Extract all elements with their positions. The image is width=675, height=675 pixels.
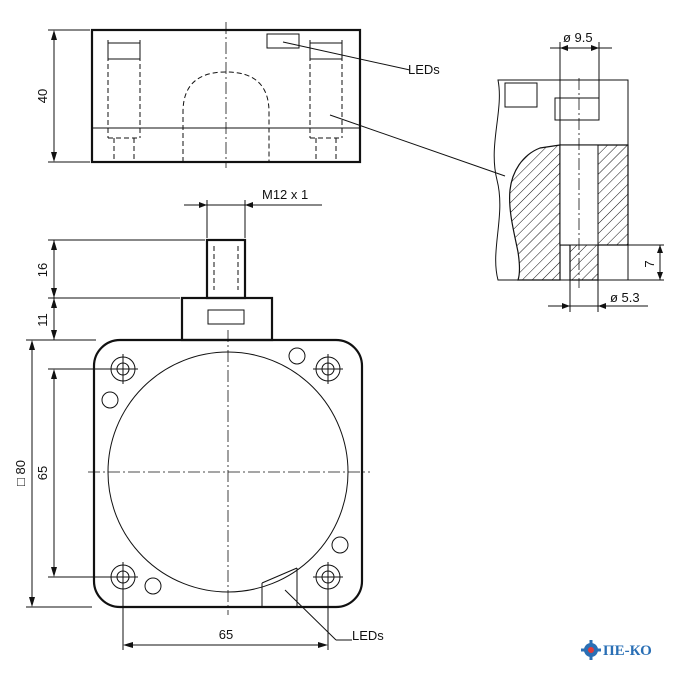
top-side-view: 40 LEDs <box>35 22 506 177</box>
dim-16-label: 16 <box>35 263 50 277</box>
dim-65-horizontal-label: 65 <box>219 627 233 642</box>
dia-5-3-label: ø 5.3 <box>610 290 640 305</box>
dim-7-label: 7 <box>642 260 657 267</box>
dim-40-label: 40 <box>35 89 50 103</box>
front-view: M12 x 1 16 11 <box>13 187 384 650</box>
thread-label: M12 x 1 <box>262 187 308 202</box>
gear-icon <box>581 640 601 660</box>
leds-bottom-label: LEDs <box>352 628 384 643</box>
dia-9-5-label: ø 9.5 <box>563 30 593 45</box>
dim-square-80-label: □ 80 <box>13 460 28 486</box>
detail-view: ø 9.5 ø 5.3 7 <box>493 30 664 312</box>
dim-65-vertical-label: 65 <box>35 466 50 480</box>
leds-top-label: LEDs <box>408 62 440 77</box>
logo: ПЕ-КО <box>581 640 652 660</box>
logo-text: ПЕ-КО <box>603 643 652 659</box>
dim-11-label: 11 <box>35 313 50 327</box>
